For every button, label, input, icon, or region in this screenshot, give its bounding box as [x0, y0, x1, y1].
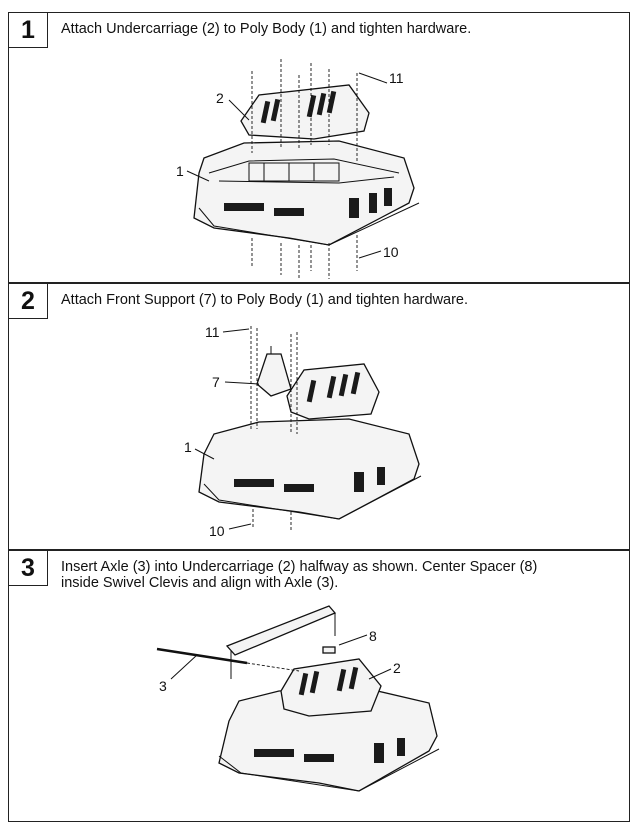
step-2-panel: 2 Attach Front Support (7) to Poly Body … — [8, 283, 630, 550]
callout-label: 3 — [159, 678, 167, 694]
axle-drawing — [156, 647, 300, 672]
front-support-drawing — [256, 346, 292, 397]
swivel-clevis-drawing — [225, 605, 337, 679]
callout-label: 10 — [383, 244, 399, 260]
callout-label: 10 — [209, 523, 225, 539]
spacer-drawing — [322, 646, 336, 654]
callout-label: 1 — [176, 163, 184, 179]
hardware-bolts — [251, 59, 358, 279]
step-1-panel: 1 Attach Undercarriage (2) to Poly Body … — [8, 12, 630, 283]
callout-label: 8 — [369, 628, 377, 644]
step-instruction: Insert Axle (3) into Undercarriage (2) h… — [61, 559, 619, 591]
instruction-line: Insert Axle (3) into Undercarriage (2) h… — [61, 559, 538, 575]
poly-body-drawing — [218, 688, 440, 792]
callout-label: 1 — [184, 439, 192, 455]
callout-label: 7 — [212, 374, 220, 390]
callout-label: 2 — [393, 660, 401, 676]
undercarriage-drawing — [286, 363, 380, 420]
step-2-illustration: 11 7 1 10 — [184, 324, 422, 539]
poly-body-drawing — [198, 418, 422, 520]
step-number: 1 — [9, 13, 48, 48]
poly-body-drawing — [193, 140, 420, 246]
undercarriage-drawing — [280, 658, 382, 717]
callout-label: 11 — [205, 324, 220, 340]
step-instruction: Attach Undercarriage (2) to Poly Body (1… — [61, 21, 472, 37]
undercarriage-drawing — [240, 84, 370, 140]
callout-label: 2 — [216, 90, 224, 106]
step-number: 3 — [9, 551, 48, 586]
step-instruction: Attach Front Support (7) to Poly Body (1… — [61, 292, 469, 308]
instruction-line: inside Swivel Clevis and align with Axle… — [61, 575, 339, 591]
step-3-panel: 3 Insert Axle (3) into Undercarriage (2)… — [8, 550, 630, 822]
callout-label: 11 — [389, 70, 404, 86]
step-number: 2 — [9, 284, 48, 319]
hardware-bolts — [250, 326, 298, 532]
step-1-illustration: 2 11 1 10 — [176, 59, 420, 279]
step-3-illustration: 8 2 3 — [156, 605, 440, 792]
